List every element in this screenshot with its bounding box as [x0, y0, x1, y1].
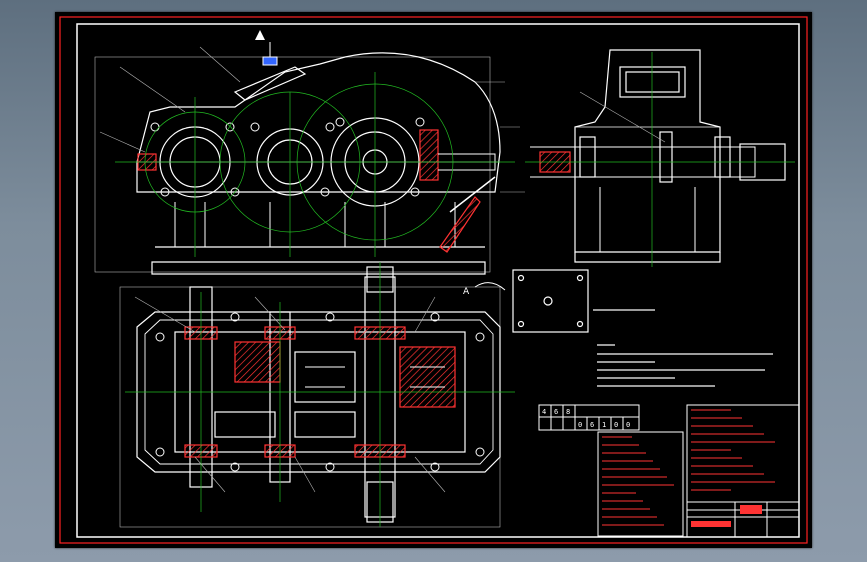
- view-arrow-label: A: [463, 287, 470, 297]
- table-cell: 8: [566, 408, 570, 416]
- detail-cover-view: [512, 269, 589, 333]
- characteristic-table-values: 4 6 8 0 6 1 0 0: [542, 408, 630, 429]
- top-centerlines: [125, 262, 515, 527]
- table-cell: 4: [542, 408, 546, 416]
- side-centerlines: [525, 52, 795, 267]
- table-cell: 1: [602, 421, 606, 429]
- table-cell: 0: [578, 421, 582, 429]
- drawing-sheet: A: [55, 12, 812, 548]
- title-block: [686, 501, 800, 538]
- front-view: [94, 46, 525, 275]
- gearbox-drawing: A: [59, 16, 808, 544]
- side-view: [530, 49, 786, 263]
- technical-notes: [593, 309, 773, 387]
- top-view: [119, 266, 501, 528]
- view-arrow: A: [463, 282, 506, 297]
- drawing-border: [59, 16, 808, 544]
- breather-plug: [255, 30, 278, 66]
- characteristic-table: [538, 404, 640, 431]
- table-cell: 6: [554, 408, 558, 416]
- table-cell: 6: [590, 421, 594, 429]
- table-cell: 0: [614, 421, 618, 429]
- table-cell: 0: [626, 421, 630, 429]
- front-centerlines: [115, 72, 515, 257]
